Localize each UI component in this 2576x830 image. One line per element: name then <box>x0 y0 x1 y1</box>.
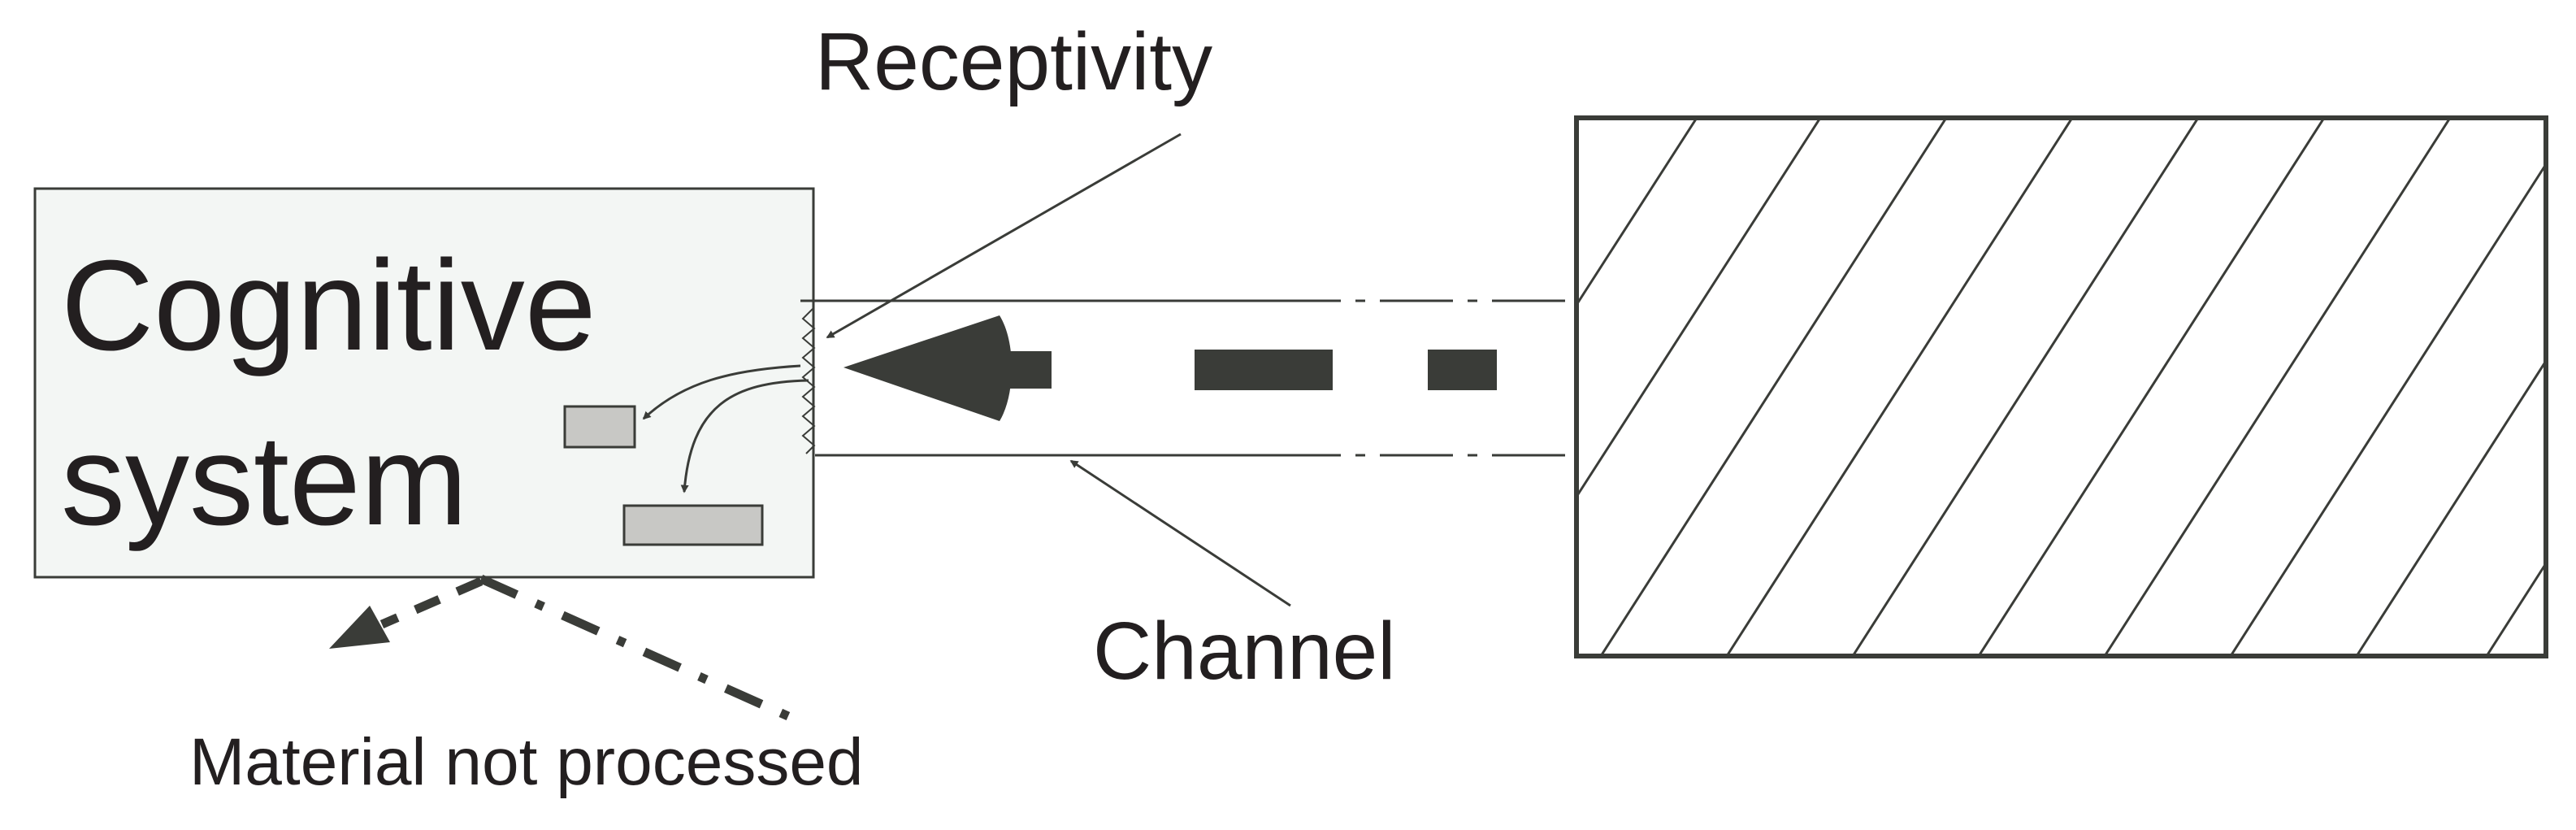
incoming-arrow-dash-1 <box>1195 350 1333 390</box>
source-box-outline <box>1574 115 2548 658</box>
cognitive-system-label-line2: system <box>61 409 467 552</box>
unprocessed-arrow-right-line <box>479 574 807 728</box>
incoming-information-arrow <box>843 315 1497 421</box>
cognitive-system-label-line1: Cognitive <box>61 234 596 377</box>
source-hatching <box>1576 118 2546 656</box>
channel <box>800 299 1579 457</box>
receptivity-pointer <box>826 133 1182 339</box>
receptivity-label: Receptivity <box>815 16 1212 107</box>
unprocessed-material-arrows <box>329 574 807 728</box>
channel-label: Channel <box>1093 606 1396 697</box>
receptivity-zigzag <box>801 308 816 454</box>
channel-pointer <box>1069 459 1291 607</box>
curved-arrow-to-small-block <box>642 364 801 420</box>
unprocessed-arrow-left-head <box>329 606 390 649</box>
material-not-processed-label: Material not processed <box>189 725 864 799</box>
processed-block-large <box>622 504 764 546</box>
incoming-arrow-dash-2 <box>1428 350 1497 390</box>
unprocessed-arrow-left-shaft <box>379 576 484 629</box>
curved-arrow-to-large-block <box>680 379 809 493</box>
incoming-arrow-shaft <box>1001 351 1052 389</box>
processed-block-small <box>563 405 636 449</box>
incoming-arrow-head <box>843 315 1012 421</box>
information-source-box <box>1574 115 2548 658</box>
